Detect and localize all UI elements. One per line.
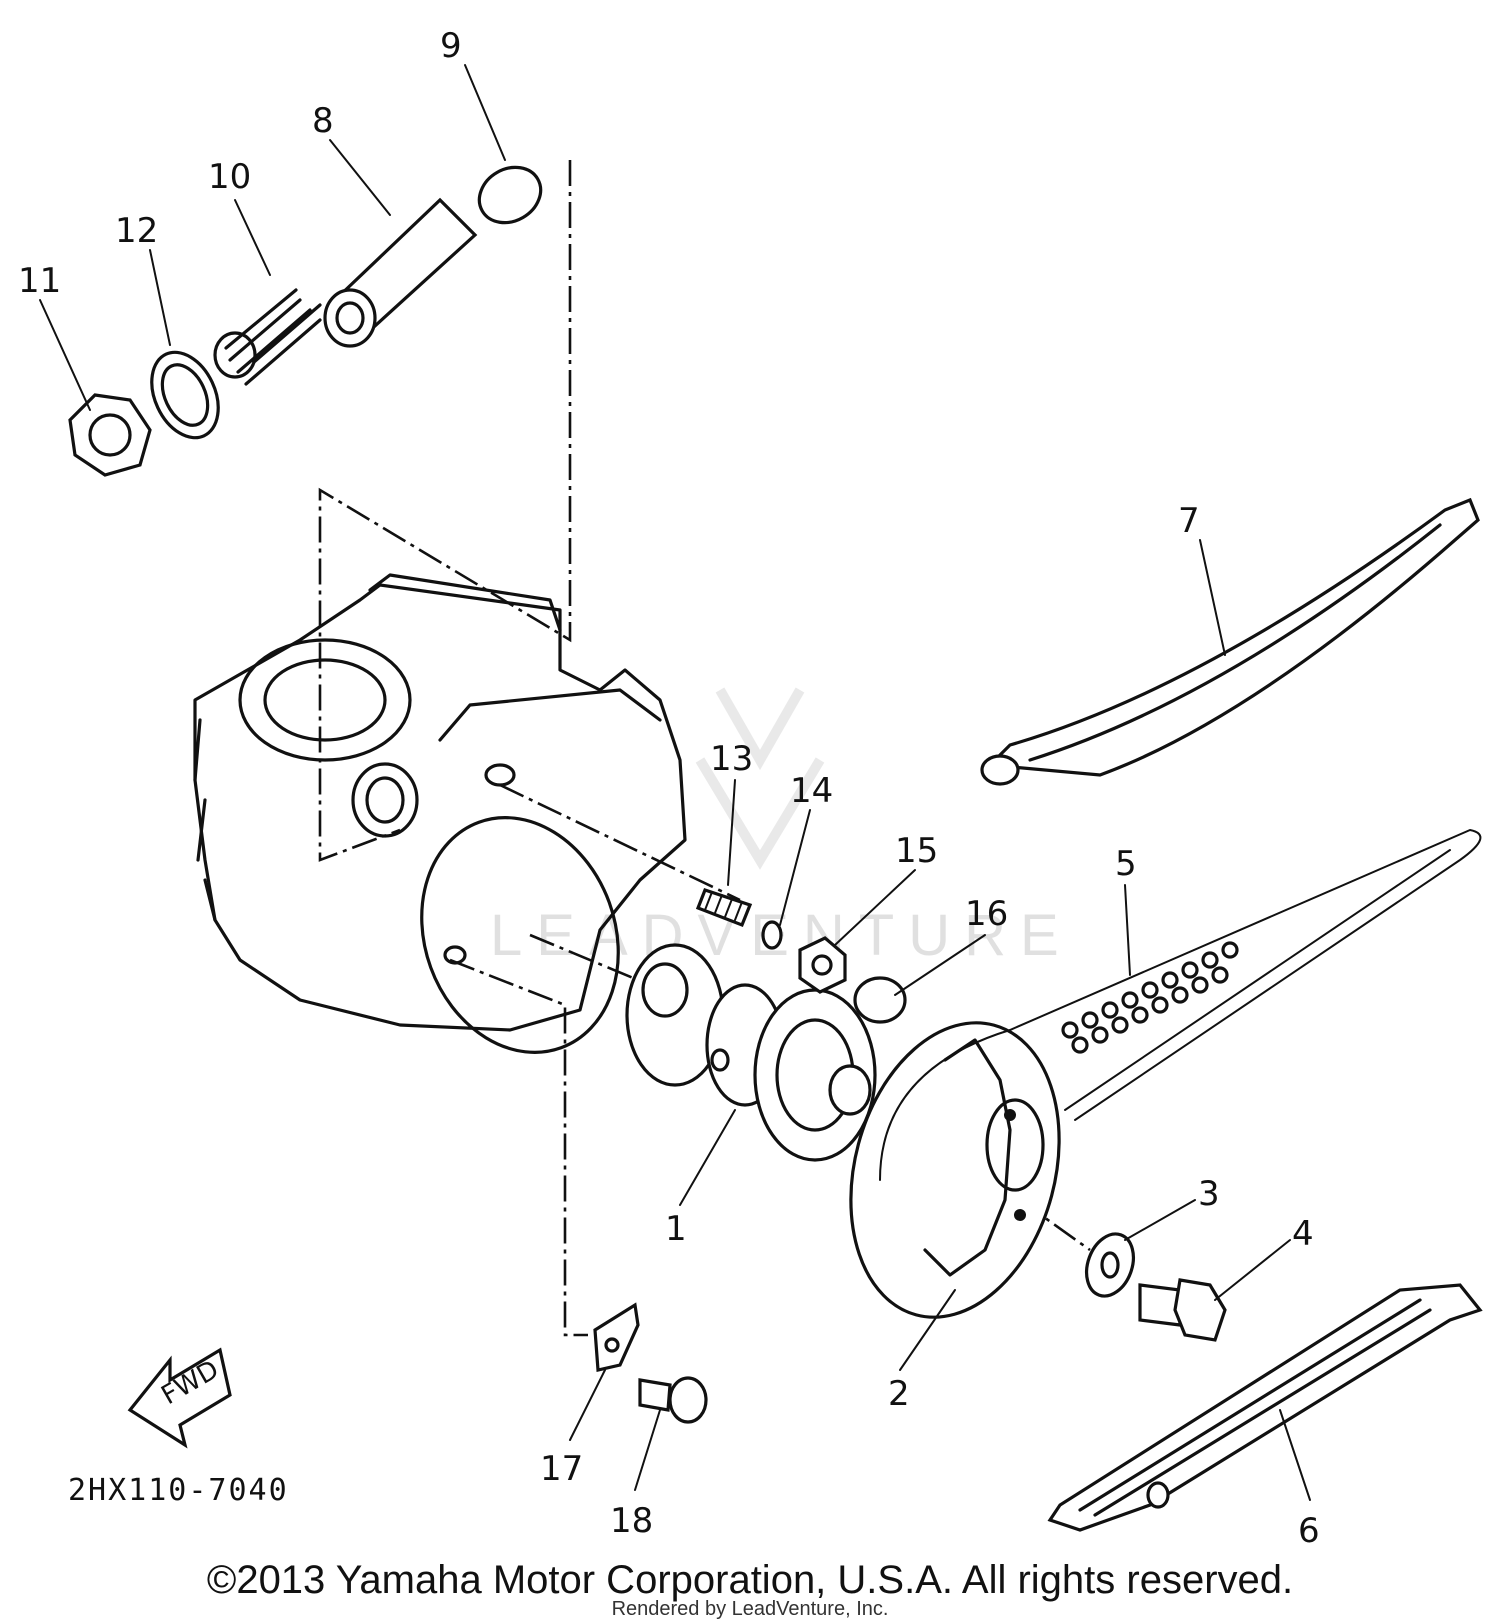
timing-chain: [879, 828, 1482, 1181]
fwd-arrow-marker: FWD: [127, 1347, 232, 1449]
nut-15: [798, 936, 847, 994]
callout-12: 12: [115, 211, 158, 251]
callout-1: 1: [665, 1209, 687, 1249]
cam-sprocket: [849, 1021, 1061, 1319]
lock-plate-17: [593, 1302, 640, 1372]
sprocket-washer: [1085, 1232, 1135, 1298]
callout-2: 2: [888, 1374, 910, 1414]
callout-16: 16: [965, 894, 1008, 934]
drawing-code: 2HX110-7040: [68, 1473, 289, 1508]
callout-7: 7: [1178, 501, 1200, 541]
tensioner-spring: [213, 288, 322, 386]
chain-segment: [1061, 941, 1239, 1054]
callout-3: 3: [1198, 1174, 1220, 1214]
copyright-notice: ©2013 Yamaha Motor Corporation, U.S.A. A…: [206, 1558, 1294, 1602]
rendered-by-note: Rendered by LeadVenture, Inc.: [611, 1598, 889, 1620]
leader-lines: [39, 64, 1311, 1501]
tensioner-plunger-cap: [477, 165, 543, 225]
chain-guide-lower: [1047, 1283, 1483, 1532]
tensioner-cap-bolt: [68, 393, 152, 477]
camshaft: [625, 943, 877, 1162]
callout-labels: 9 8 10 12 11 7 13 14 15 16 5 1 2 3 4 6 1…: [18, 26, 1320, 1551]
stud-13: [695, 888, 753, 928]
cylinder-head: [193, 573, 687, 1054]
callout-9: 9: [440, 26, 462, 66]
callout-18: 18: [610, 1501, 653, 1541]
bolt-18: [638, 1376, 708, 1424]
chain-guide-upper: [980, 497, 1480, 786]
callout-14: 14: [790, 771, 833, 811]
callout-4: 4: [1292, 1214, 1314, 1254]
tensioner-body: [323, 197, 478, 348]
callout-10: 10: [208, 157, 251, 197]
callout-5: 5: [1115, 844, 1137, 884]
callout-6: 6: [1298, 1511, 1320, 1551]
callout-17: 17: [540, 1449, 583, 1489]
callout-15: 15: [895, 831, 938, 871]
callout-11: 11: [18, 261, 61, 301]
cap-16: [853, 976, 907, 1024]
callout-13: 13: [710, 739, 753, 779]
sprocket-bolt: [1138, 1278, 1227, 1342]
tensioner-gasket: [150, 350, 220, 440]
callout-8: 8: [312, 101, 334, 141]
o-ring-14: [761, 920, 783, 950]
